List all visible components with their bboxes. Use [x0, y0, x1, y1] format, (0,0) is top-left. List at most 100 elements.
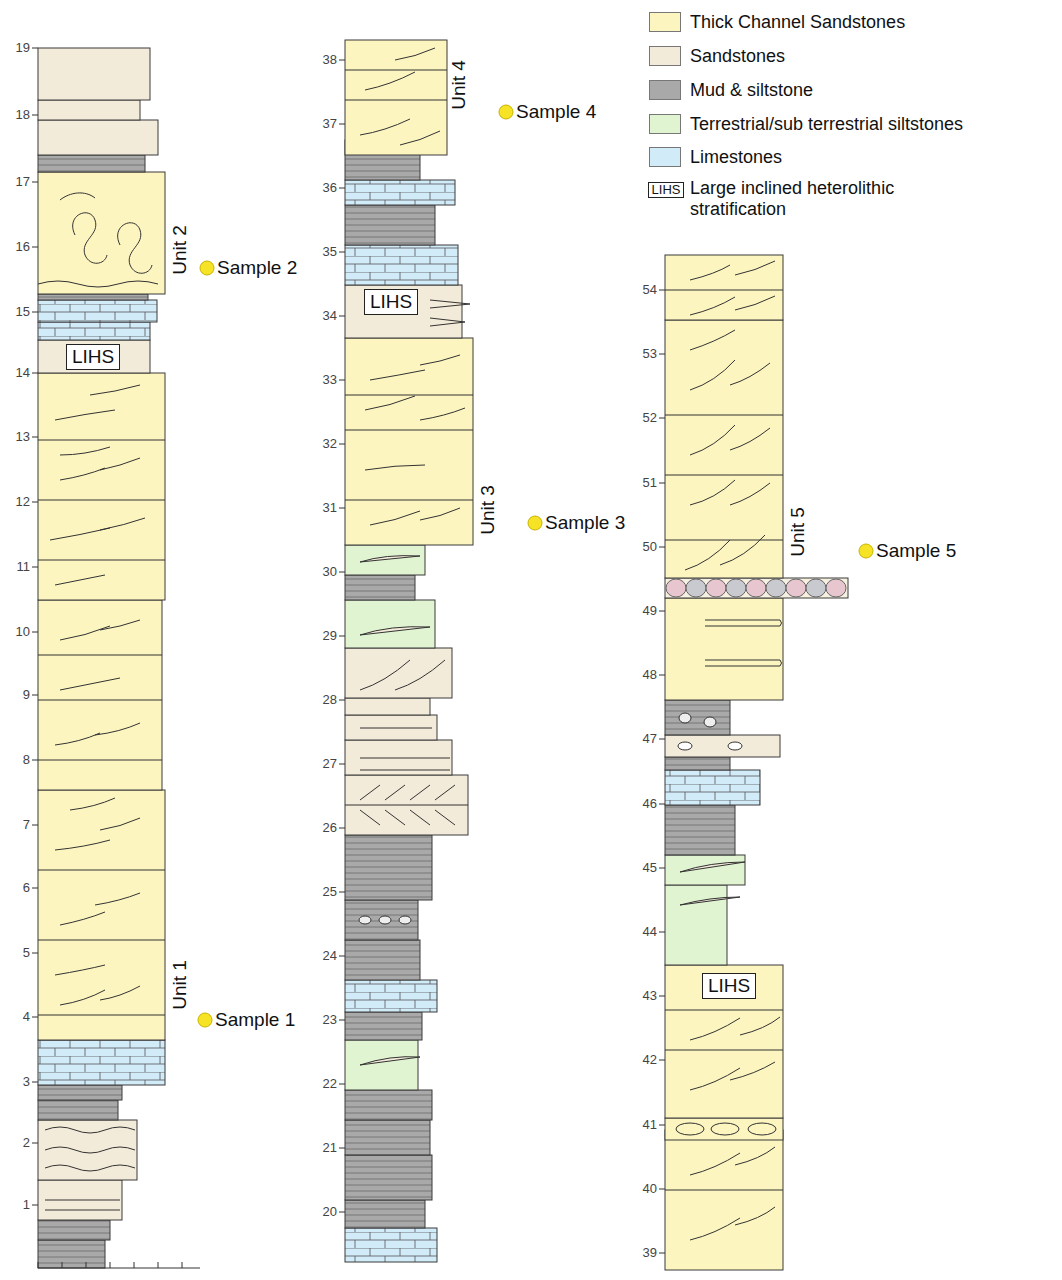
- depth-label: 32: [323, 437, 337, 452]
- bed: [665, 965, 783, 1118]
- depth-tick: [659, 1189, 665, 1190]
- depth-label: 7: [23, 818, 30, 833]
- depth-label: 43: [643, 989, 657, 1004]
- depth-tick: [339, 956, 345, 957]
- bed: [38, 1240, 105, 1268]
- bed: [38, 1100, 118, 1120]
- clast: [379, 916, 391, 924]
- depth-label: 20: [323, 1205, 337, 1220]
- depth-tick: [339, 1020, 345, 1021]
- depth-label: 33: [323, 373, 337, 388]
- depth-label: 25: [323, 885, 337, 900]
- depth-tick: [659, 1060, 665, 1061]
- depth-label: 21: [323, 1141, 337, 1156]
- legend-swatch: [649, 80, 681, 100]
- depth-tick: [659, 1125, 665, 1126]
- bedding-line: [360, 556, 430, 1065]
- depth-label: 17: [16, 175, 30, 190]
- depth-label: 10: [16, 625, 30, 640]
- unit-label: Unit 5: [787, 507, 809, 557]
- depth-tick: [32, 437, 38, 438]
- bed: [345, 180, 455, 205]
- depth-label: 30: [323, 565, 337, 580]
- sample-dot: [499, 105, 513, 119]
- bedding-line: [690, 1017, 780, 1090]
- depth-label: 50: [643, 540, 657, 555]
- depth-tick: [32, 888, 38, 889]
- bed: [38, 322, 150, 340]
- bedding-line: [665, 1010, 783, 1050]
- bed: [665, 885, 727, 965]
- depth-tick: [339, 572, 345, 573]
- depth-label: 54: [643, 283, 657, 298]
- bed: [665, 757, 730, 770]
- depth-label: 8: [23, 753, 30, 768]
- bed: [345, 835, 432, 900]
- depth-label: 41: [643, 1118, 657, 1133]
- depth-tick: [659, 932, 665, 933]
- depth-tick: [32, 247, 38, 248]
- bed: [38, 294, 148, 300]
- depth-label: 26: [323, 821, 337, 836]
- depth-tick: [339, 316, 345, 317]
- depth-tick: [339, 444, 345, 445]
- depth-label: 28: [323, 693, 337, 708]
- bed: [345, 698, 430, 715]
- depth-label: 18: [16, 108, 30, 123]
- legend-text: Mud & siltstone: [690, 80, 813, 101]
- depth-tick: [32, 1205, 38, 1206]
- clast: [676, 1123, 704, 1135]
- depth-tick: [659, 418, 665, 419]
- bed: [345, 600, 435, 648]
- depth-label: 53: [643, 347, 657, 362]
- bed: [38, 790, 165, 1040]
- bed: [345, 40, 447, 155]
- depth-tick: [339, 636, 345, 637]
- bed: [345, 1040, 418, 1090]
- depth-tick: [339, 252, 345, 253]
- bedding-line: [685, 330, 770, 570]
- depth-tick: [32, 695, 38, 696]
- group: [666, 579, 846, 597]
- log-column-3: [665, 255, 848, 1270]
- depth-tick: [339, 764, 345, 765]
- bedding-marks-1: [38, 193, 200, 1268]
- unit-label: Unit 2: [169, 225, 191, 275]
- bedding-line: [38, 1262, 200, 1268]
- depth-tick: [32, 1082, 38, 1083]
- legend-text: Thick Channel Sandstones: [690, 12, 905, 33]
- sample-dot: [859, 544, 873, 558]
- bedding-line: [45, 1127, 135, 1171]
- bed: [345, 338, 473, 545]
- depth-tick: [32, 1143, 38, 1144]
- depth-tick: [32, 373, 38, 374]
- bed: [38, 300, 157, 322]
- bedding-line: [365, 355, 465, 525]
- depth-tick: [32, 48, 38, 49]
- bed: [38, 1220, 110, 1240]
- depth-label: 2: [23, 1136, 30, 1151]
- log-column-1: [38, 48, 165, 1268]
- bed: [665, 578, 848, 598]
- bedding-line: [55, 620, 140, 745]
- depth-tick: [339, 1212, 345, 1213]
- depth-tick: [339, 188, 345, 189]
- depth-label: 42: [643, 1053, 657, 1068]
- depth-tick: [659, 996, 665, 997]
- depth-tick: [659, 1253, 665, 1254]
- lihs-box: LIHS: [66, 344, 120, 370]
- clast: [678, 742, 692, 750]
- depth-label: 22: [323, 1077, 337, 1092]
- depth-label: 6: [23, 881, 30, 896]
- bedding-line: [38, 655, 162, 760]
- clast: [786, 579, 806, 597]
- depth-label: 1: [23, 1198, 30, 1213]
- depth-label: 11: [17, 560, 31, 575]
- depth-tick: [339, 700, 345, 701]
- bedding-line: [45, 1200, 120, 1210]
- bed: [345, 648, 452, 698]
- depth-tick: [339, 124, 345, 125]
- bedding-line: [60, 193, 152, 273]
- legend-text: Large inclined heterolithic stratificati…: [690, 178, 980, 219]
